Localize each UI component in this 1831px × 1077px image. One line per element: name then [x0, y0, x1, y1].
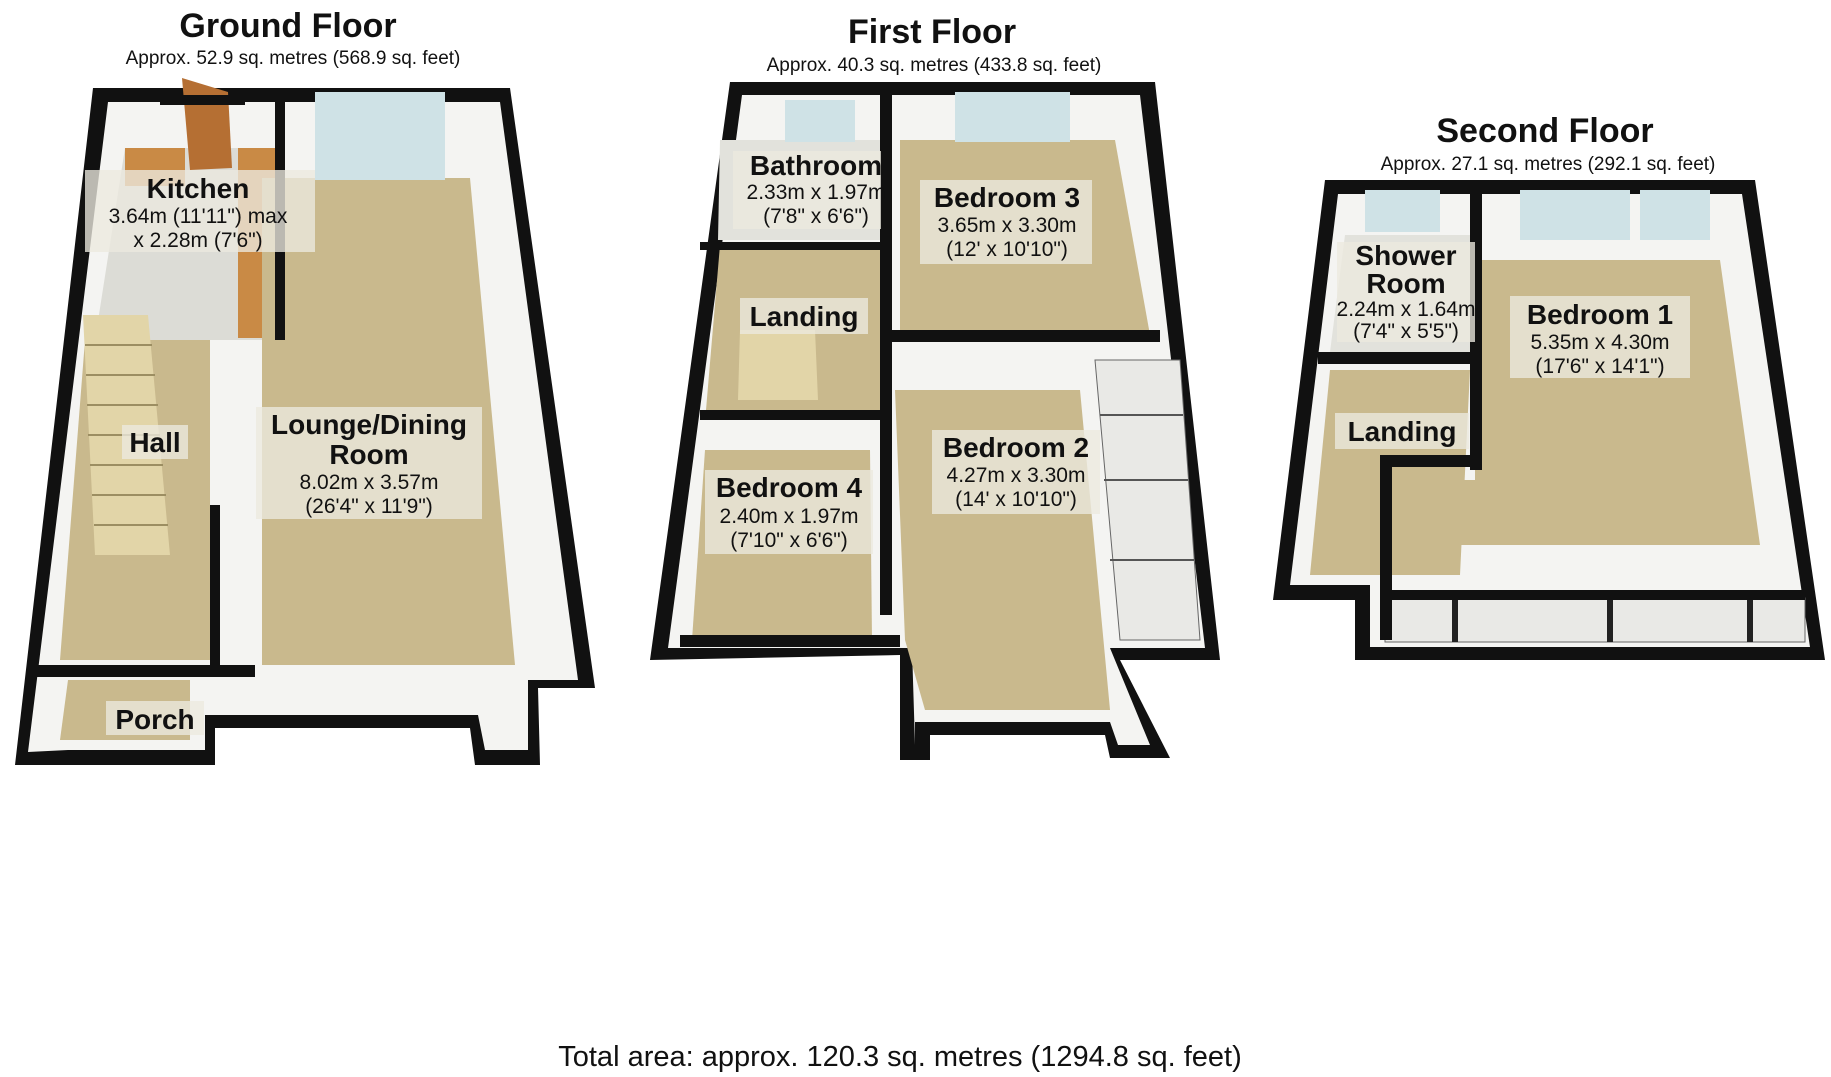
hall-name: Hall: [129, 427, 180, 458]
bedroom-4-name: Bedroom 4: [716, 472, 863, 503]
shower-room-window: [1365, 190, 1440, 232]
bathroom-dim-2: (7'8" x 6'6"): [763, 205, 869, 228]
bathroom-name: Bathroom: [750, 150, 882, 181]
first-floor-stairs: [738, 330, 818, 400]
total-area: Total area: approx. 120.3 sq. metres (12…: [558, 1041, 1242, 1073]
bedroom-1-window-left: [1520, 190, 1630, 240]
porch-name: Porch: [115, 704, 194, 735]
hall-label-bg: [122, 425, 188, 459]
bedroom-2-name: Bedroom 2: [943, 432, 1089, 463]
lounge-dining-dim-2: (26'4" x 11'9"): [305, 495, 433, 518]
bedroom-1-dim-1: 5.35m x 4.30m: [1531, 331, 1670, 354]
lounge-dining-name-1: Lounge/Dining: [271, 409, 467, 440]
bedroom-1-eaves-storage: [1384, 597, 1806, 643]
bedroom-2-dim-1: 4.27m x 3.30m: [947, 464, 1086, 487]
kitchen-label-bg: [85, 170, 315, 252]
eaves-wall: [1380, 590, 1805, 600]
shower-room-label-bg: [1337, 242, 1475, 342]
bedroom-4-dim-1: 2.40m x 1.97m: [720, 505, 859, 528]
bedroom-3-dim-1: 3.65m x 3.30m: [938, 214, 1077, 237]
lounge-label-bg: [256, 407, 482, 519]
first-floor-central-wall: [880, 95, 892, 615]
bedroom-2-wardrobes: [1094, 359, 1201, 641]
bedroom-2-3-wall: [880, 330, 1160, 342]
lounge-rear-window: [315, 92, 445, 180]
bedroom-3-dim-2: (12' x 10'10"): [946, 238, 1068, 261]
second-floor-area: Approx. 27.1 sq. metres (292.1 sq. feet): [1381, 154, 1716, 175]
shower-room-name-2: Room: [1366, 268, 1445, 299]
landing-inner-wall: [1380, 460, 1392, 640]
first-floor-area: Approx. 40.3 sq. metres (433.8 sq. feet): [767, 55, 1102, 76]
kitchen-dim-1: 3.64m (11'11") max: [109, 205, 288, 228]
lounge-dining-name-2: Room: [329, 439, 408, 470]
bedroom-2-dim-2: (14' x 10'10"): [955, 488, 1077, 511]
bedroom-1-name: Bedroom 1: [1527, 299, 1673, 330]
kitchen-dim-2: x 2.28m (7'6"): [133, 229, 262, 252]
bedroom-1-dim-2: (17'6" x 14'1"): [1535, 355, 1664, 378]
bedroom-4-dim-2: (7'10" x 6'6"): [730, 529, 847, 552]
ground-floor-title: Ground Floor: [179, 7, 396, 45]
bathroom-landing-wall: [700, 242, 885, 250]
bedroom-3-label-bg: [920, 180, 1092, 264]
hall-lounge-wall: [210, 505, 220, 675]
kitchen-name: Kitchen: [147, 173, 250, 204]
ground-floor: Ground Floor Approx. 52.9 sq. metres (56…: [15, 7, 595, 765]
shower-room-name-1: Shower: [1355, 240, 1456, 271]
second-floor-title: Second Floor: [1436, 112, 1653, 150]
bathroom-label-bg: [733, 151, 881, 229]
lounge-dining-dim-1: 8.02m x 3.57m: [300, 471, 439, 494]
shower-room-dim-1: 2.24m x 1.64m: [1337, 298, 1476, 321]
bedroom-1-window-right: [1640, 190, 1710, 240]
landing-bedroom-4-wall: [700, 410, 890, 420]
bedroom-1-label-bg: [1510, 296, 1690, 378]
second-floor-landing-label-bg: [1335, 413, 1469, 449]
ground-floor-area: Approx. 52.9 sq. metres (568.9 sq. feet): [126, 48, 461, 69]
shower-landing-wall: [1318, 352, 1478, 364]
bedroom-2-label-bg: [932, 430, 1100, 514]
porch-label-bg: [106, 701, 204, 735]
bedroom-3-window: [955, 92, 1070, 142]
second-floor: Second Floor Approx. 27.1 sq. metres (29…: [1273, 112, 1825, 660]
bathroom-dim-1: 2.33m x 1.97m: [747, 181, 886, 204]
first-floor-landing-label-bg: [740, 298, 868, 334]
shower-room-dim-2: (7'4" x 5'5"): [1353, 320, 1459, 343]
landing-bedroom-1-wall: [1380, 455, 1480, 467]
bathroom-window: [785, 100, 855, 142]
first-floor-landing-name: Landing: [750, 301, 859, 332]
kitchen-door-lintel: [160, 95, 245, 105]
porch-wall: [30, 665, 255, 677]
first-floor: First Floor Approx. 40.3 sq. metres (433…: [650, 13, 1220, 760]
bedroom-3-name: Bedroom 3: [934, 182, 1080, 213]
bedroom-4-front-wall: [680, 635, 900, 647]
kitchen-back-door: [182, 78, 232, 170]
second-floor-landing-name: Landing: [1348, 416, 1457, 447]
bedroom-4-label-bg: [705, 470, 873, 554]
first-floor-title: First Floor: [848, 13, 1016, 51]
